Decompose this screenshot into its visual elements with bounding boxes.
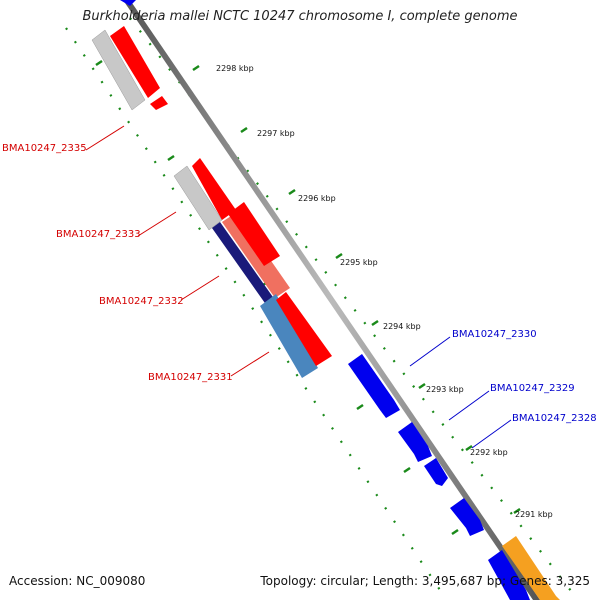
gene-label[interactable]: BMA10247_2333 bbox=[56, 229, 141, 240]
gene-red-middle[interactable] bbox=[228, 202, 280, 266]
tick-label: 2291 kbp bbox=[515, 510, 553, 519]
gene-BMA10247_2328[interactable] bbox=[424, 458, 448, 486]
gene-forward-bottom[interactable] bbox=[488, 550, 530, 600]
gene-label[interactable]: BMA10247_2328 bbox=[512, 413, 597, 424]
tick-mark bbox=[451, 528, 459, 536]
gene-arrowhead-top[interactable] bbox=[120, 0, 136, 6]
tick-mark bbox=[192, 64, 200, 72]
gene-red-lower[interactable] bbox=[276, 292, 332, 366]
tick-mark bbox=[240, 126, 248, 134]
gene-label[interactable]: BMA10247_2331 bbox=[148, 372, 233, 383]
callout-line bbox=[230, 351, 270, 377]
gene-BMA10247_2331[interactable] bbox=[260, 294, 318, 378]
gene-BMA10247_2330[interactable] bbox=[348, 354, 400, 418]
gene-BMA10247_2332[interactable] bbox=[222, 212, 290, 298]
gene-forward-small[interactable] bbox=[450, 498, 484, 536]
tick-mark bbox=[95, 59, 103, 67]
tick-label: 2295 kbp bbox=[340, 258, 378, 267]
tick-mark bbox=[335, 252, 343, 260]
gene-BMA10247_2329[interactable] bbox=[398, 422, 432, 462]
grey-feature bbox=[91, 29, 146, 111]
gene-label[interactable]: BMA10247_2332 bbox=[99, 296, 184, 307]
callout-line bbox=[448, 390, 490, 421]
tick-label: 2298 kbp bbox=[216, 64, 254, 73]
tick-mark bbox=[356, 403, 364, 411]
tick-mark bbox=[371, 319, 379, 327]
genome-backbone bbox=[123, 0, 540, 600]
tick-label: 2296 kbp bbox=[298, 194, 336, 203]
tick-mark bbox=[418, 382, 426, 390]
tick-label: 2294 kbp bbox=[383, 322, 421, 331]
tick-mark bbox=[403, 466, 411, 474]
gene-arrowhead[interactable] bbox=[150, 96, 168, 110]
tick-label: 2297 kbp bbox=[257, 129, 295, 138]
tick-label: 2292 kbp bbox=[470, 448, 508, 457]
tick-mark bbox=[288, 188, 296, 196]
callout-line bbox=[409, 336, 451, 367]
tick-label: 2293 kbp bbox=[426, 385, 464, 394]
accession-text: Accession: NC_009080 bbox=[9, 574, 146, 588]
callout-line bbox=[180, 275, 220, 301]
tick-mark bbox=[465, 444, 473, 452]
callout-line bbox=[85, 125, 125, 151]
gene-label[interactable]: BMA10247_2335 bbox=[2, 143, 87, 154]
gene-BMA10247_2333[interactable] bbox=[192, 158, 236, 220]
tick-mark bbox=[513, 507, 521, 515]
callout-line bbox=[471, 419, 512, 449]
gene-orange[interactable] bbox=[502, 536, 560, 600]
gene-label[interactable]: BMA10247_2329 bbox=[490, 383, 575, 394]
callout-line bbox=[137, 211, 177, 237]
gene-label[interactable]: BMA10247_2330 bbox=[452, 329, 537, 340]
navy-feature bbox=[212, 222, 275, 306]
genome-summary-text: Topology: circular; Length: 3,495,687 bp… bbox=[260, 574, 590, 588]
tick-mark bbox=[167, 154, 175, 162]
inner-tick-guide bbox=[65, 27, 441, 591]
map-title: Burkholderia mallei NCTC 10247 chromosom… bbox=[82, 9, 518, 24]
gene-BMA10247_2335[interactable] bbox=[110, 26, 160, 98]
